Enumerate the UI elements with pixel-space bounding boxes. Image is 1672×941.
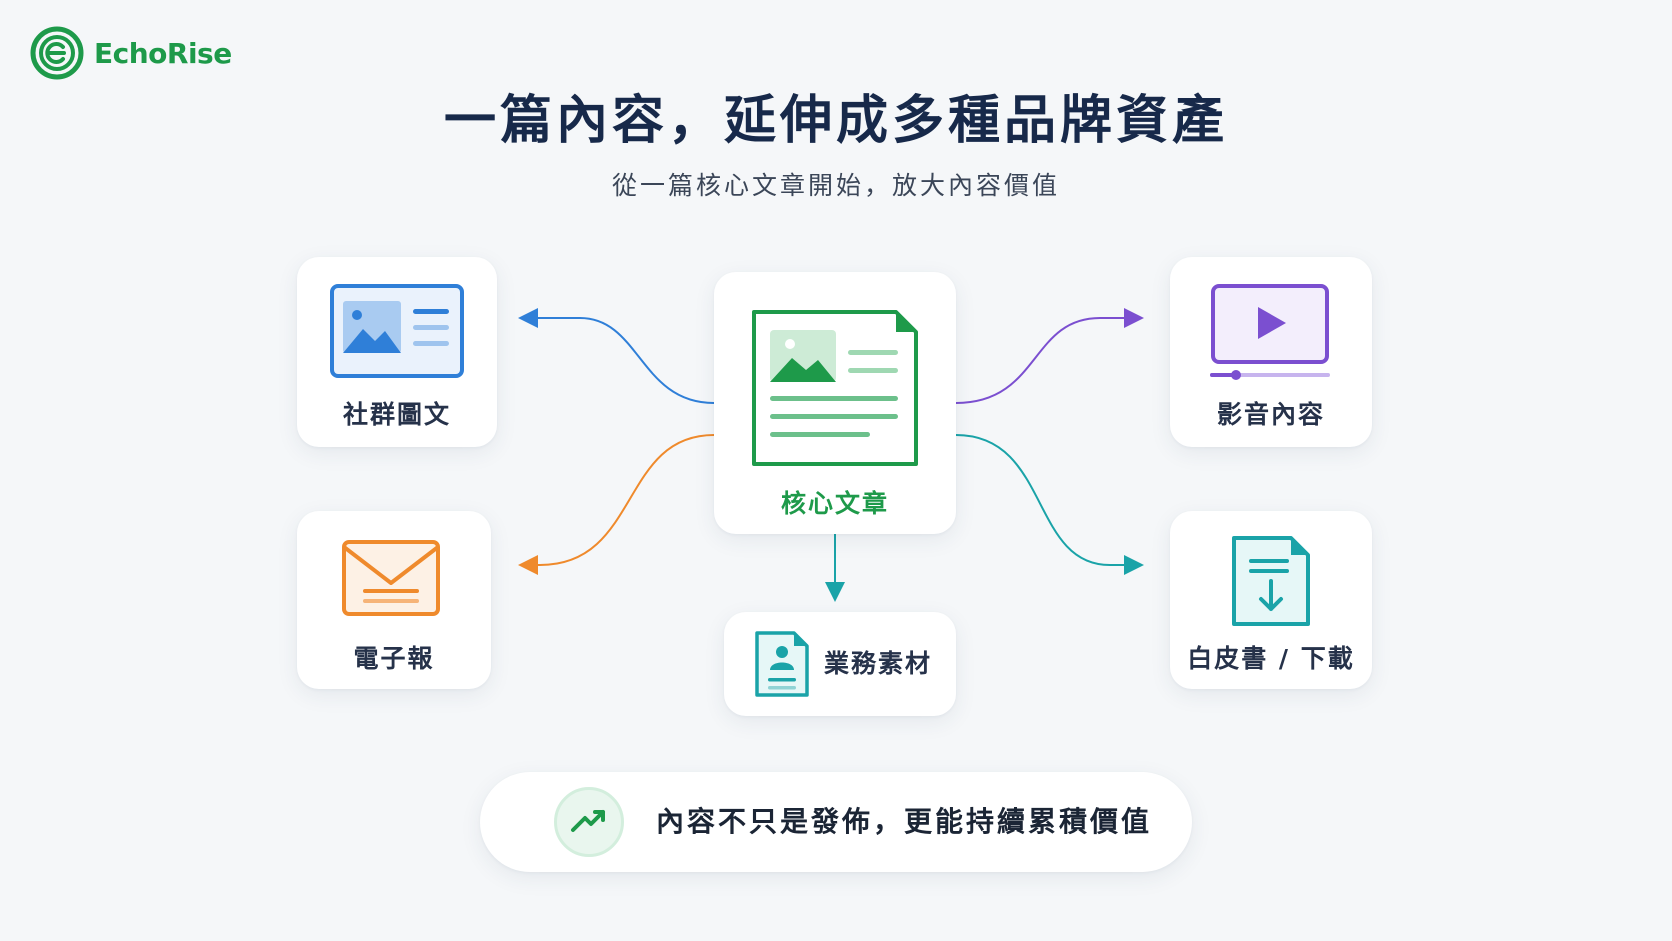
article-document-icon	[752, 310, 918, 466]
download-document-icon	[1232, 536, 1310, 626]
value-banner: 內容不只是發佈，更能持續累積價值	[480, 772, 1192, 872]
sales-material-label: 業務素材	[824, 649, 933, 678]
trending-up-icon	[571, 810, 605, 832]
whitepaper-label: 白皮書 / 下載	[1187, 644, 1355, 673]
banner-message: 內容不只是發佈，更能持續累積價值	[656, 805, 1153, 838]
profile-document-icon	[755, 631, 809, 697]
page-title: 一篇內容，延伸成多種品牌資產	[443, 91, 1228, 151]
page-subtitle: 從一篇核心文章開始，放大內容價值	[611, 171, 1060, 200]
newsletter-card: 電子報	[297, 511, 491, 689]
core-article-card: 核心文章	[714, 272, 956, 534]
social-post-label: 社群圖文	[342, 400, 451, 429]
video-play-icon	[1210, 284, 1330, 380]
image-post-icon	[330, 284, 464, 378]
banner-icon-badge	[554, 787, 624, 857]
social-post-card: 社群圖文	[297, 257, 497, 447]
whitepaper-card: 白皮書 / 下載	[1170, 511, 1372, 689]
video-content-card: 影音內容	[1170, 257, 1372, 447]
newsletter-label: 電子報	[353, 644, 435, 673]
video-content-label: 影音內容	[1216, 400, 1325, 429]
brand-logo: EchoRise	[30, 26, 232, 80]
brand-name: EchoRise	[94, 36, 232, 70]
echorise-logo-icon	[30, 26, 84, 80]
connector-whitepaper	[955, 434, 1144, 575]
envelope-icon	[342, 540, 440, 616]
sales-material-card: 業務素材	[724, 612, 956, 716]
connector-newsletter	[518, 434, 715, 575]
connector-video	[955, 308, 1144, 404]
core-article-label: 核心文章	[780, 489, 889, 518]
connector-social	[518, 308, 715, 404]
